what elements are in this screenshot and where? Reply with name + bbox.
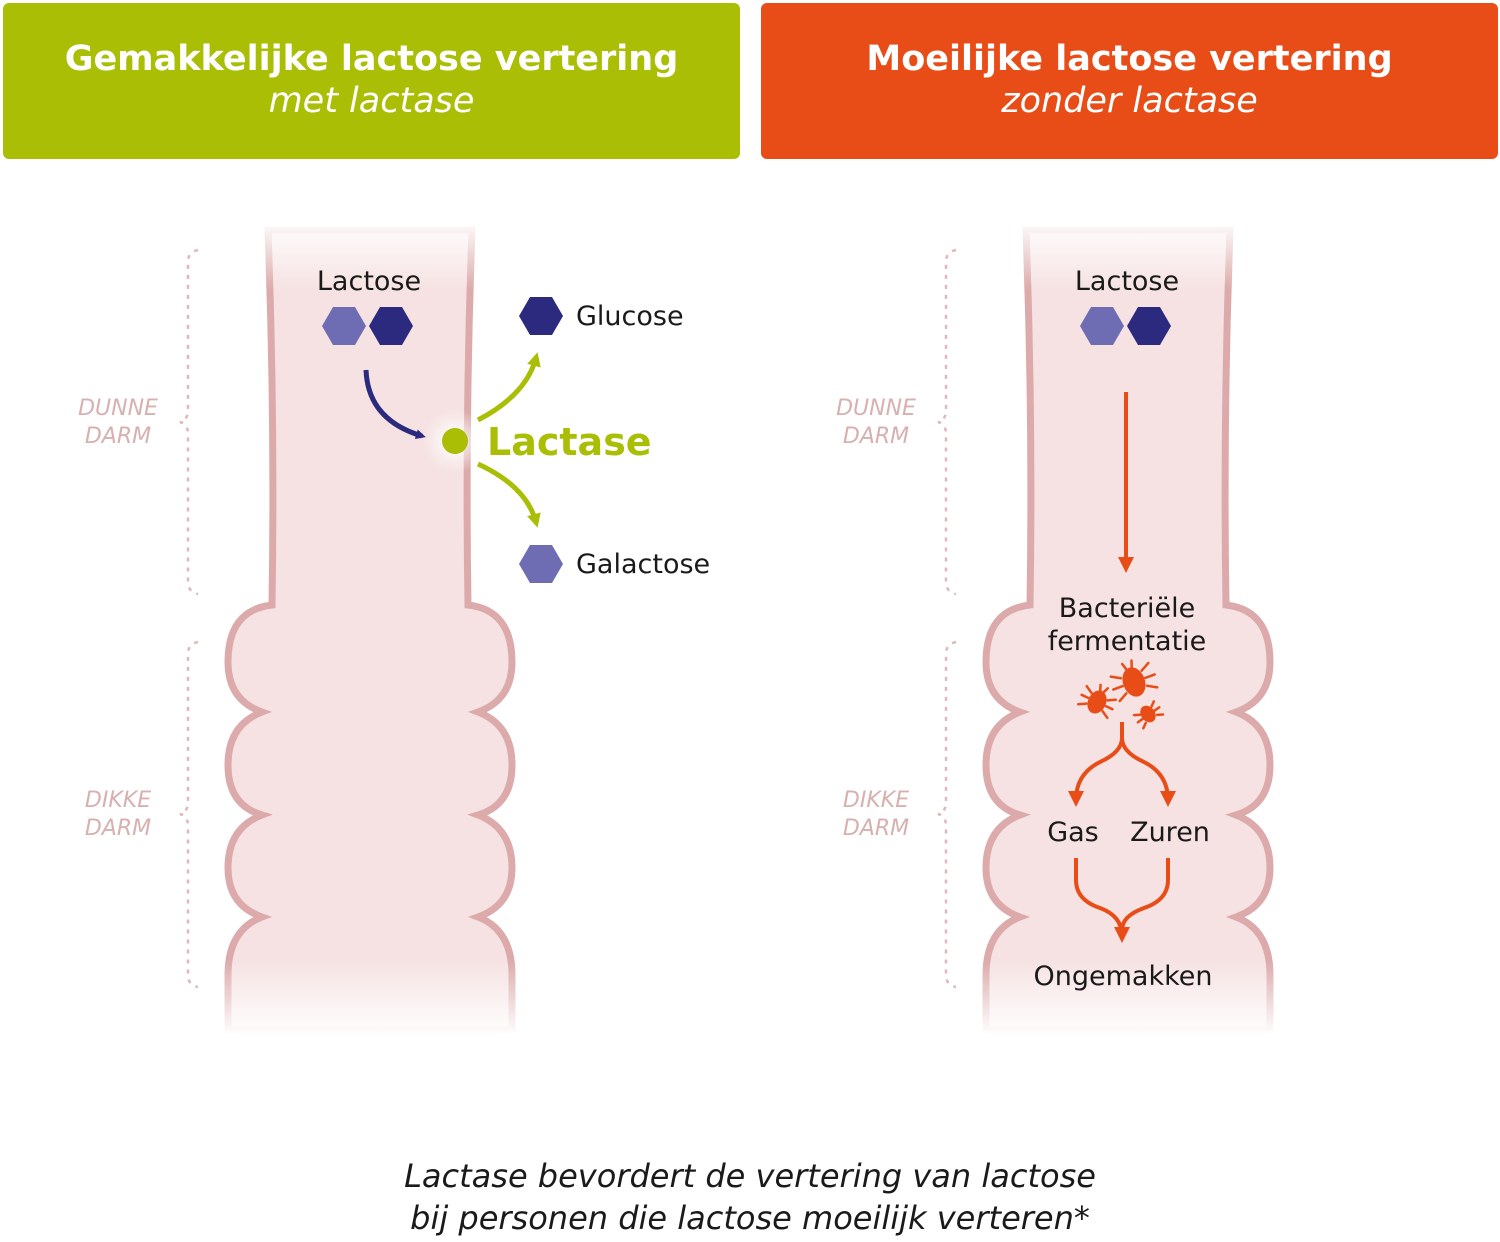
left-large-intestine-label-1: DIKKE [85, 788, 151, 813]
caption-line-2: bij personen die lactose moeilijk verter… [410, 1199, 1090, 1237]
difficult-digestion-title: Moeilijke lactose vertering [866, 39, 1393, 79]
right-small-intestine-label-1: DUNNE [836, 396, 916, 421]
right-lactose-label: Lactose [1075, 266, 1179, 297]
left-small-intestine-bracket [179, 248, 199, 596]
difficult-digestion-banner: Moeilijke lactose vertering zonder lacta… [761, 3, 1498, 159]
glucose-hexagon [519, 297, 563, 335]
acids-label: Zuren [1130, 817, 1210, 848]
left-intestine [215, 220, 525, 1035]
acids-to-discomfort-arrow [1120, 858, 1170, 931]
fermentation-label-2: fermentatie [1048, 626, 1207, 657]
discomfort-label: Ongemakken [1034, 961, 1213, 992]
gas-to-discomfort-arrow [1074, 858, 1130, 943]
left-small-intestine-label-1: DUNNE [78, 396, 158, 421]
left-lactose-label: Lactose [317, 266, 421, 297]
left-lactose-glucose-hexagon [369, 307, 413, 345]
right-large-intestine-label-1: DIKKE [843, 788, 909, 813]
right-intestine [973, 220, 1283, 1035]
bacteria-icon [1077, 659, 1165, 730]
left-small-intestine-label-2: DARM [85, 424, 151, 449]
easy-digestion-subtitle: met lactase [268, 81, 475, 121]
lactase-enzyme-dot [442, 428, 468, 454]
gas-label: Gas [1047, 817, 1099, 848]
difficult-digestion-subtitle: zonder lactase [1001, 81, 1258, 121]
left-lactose-galactose-hexagon [322, 307, 366, 345]
left-large-intestine-bracket [179, 640, 199, 989]
glucose-label: Glucose [576, 301, 684, 332]
right-lactose-glucose-hexagon [1127, 307, 1171, 345]
lactase-label: Lactase [487, 420, 652, 464]
lactose-to-lactase-arrow [363, 369, 426, 440]
right-small-intestine-bracket [937, 248, 957, 596]
galactose-hexagon [519, 545, 563, 583]
caption-line-1: Lactase bevordert de vertering van lacto… [404, 1157, 1096, 1195]
to-glucose-arrow [476, 352, 541, 423]
left-large-intestine-label-2: DARM [85, 816, 151, 841]
right-lactose-galactose-hexagon [1080, 307, 1124, 345]
galactose-label: Galactose [576, 549, 710, 580]
easy-digestion-title: Gemakkelijke lactose vertering [64, 39, 679, 79]
to-acids-arrow [1120, 737, 1176, 807]
fermentation-label-1: Bacteriële [1059, 593, 1195, 624]
to-galactose-arrow [476, 461, 541, 528]
right-small-intestine-label-2: DARM [843, 424, 909, 449]
right-large-intestine-label-2: DARM [843, 816, 909, 841]
easy-digestion-banner: Gemakkelijke lactose vertering met lacta… [3, 3, 740, 159]
footer-caption: Lactase bevordert de vertering van lacto… [0, 1155, 1500, 1239]
right-large-intestine-bracket [937, 640, 957, 989]
